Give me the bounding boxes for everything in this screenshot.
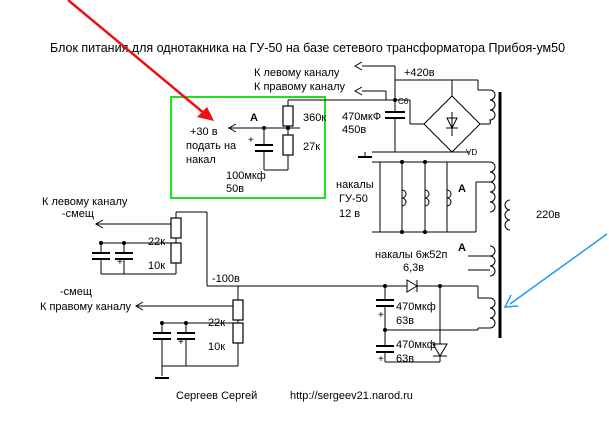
resistor-360k	[282, 105, 294, 127]
resistor-22k-top	[170, 217, 182, 239]
author-name: Сергеев Сергей	[176, 390, 257, 402]
resistor-27k	[282, 134, 294, 156]
to-right-channel-top-label: К правому каналу	[254, 81, 346, 93]
heaters-6zh52p-label: накалы 6ж52п	[375, 249, 447, 261]
bridge-rectifier	[409, 79, 490, 153]
v63-heater-label: 6,3в	[403, 262, 424, 274]
gu50-label: ГУ-50	[339, 193, 368, 205]
cap-470-top-value-label: 470мкф	[396, 301, 436, 313]
cap-100-voltage-label: 50в	[226, 183, 244, 195]
bias-rail	[207, 285, 372, 300]
r-10k-bottom-label: 10к	[208, 341, 225, 353]
plus-30-label: +30 в	[190, 126, 218, 138]
top-output-lines	[353, 61, 435, 100]
bias-rectifier	[372, 279, 490, 363]
heaters-gu50-label: накалы	[336, 179, 374, 191]
highlight-box	[170, 96, 326, 199]
schematic-title: Блок питания для однотакника на ГУ-50 на…	[50, 41, 565, 55]
winding-6zh52p-heater	[468, 245, 496, 277]
bias-divider-right	[134, 299, 244, 379]
r-22k-bottom-label: 22к	[208, 317, 225, 329]
to-left-channel-top-label: К левому каналу	[254, 67, 340, 79]
cap-470-bottom-value-label: 470мкф	[396, 339, 436, 351]
gu50-heater-bus	[372, 160, 490, 234]
to-right-channel-bias-label: К правому каналу	[40, 301, 132, 313]
v12-label: 12 в	[339, 208, 360, 220]
winding-ha	[489, 89, 496, 125]
point-a-box-label: А	[250, 112, 258, 124]
r-27k-label: 27к	[303, 141, 320, 153]
to-left-channel-bias-label: К левому каналу	[42, 196, 128, 208]
apply-to-label: подать на	[186, 140, 237, 152]
winding-a1-label: А	[458, 183, 466, 195]
winding-bias	[489, 297, 496, 329]
r-10k-top-label: 10к	[148, 260, 165, 272]
bias-divider-left	[92, 211, 208, 286]
bias-right-label: -смещ	[60, 286, 92, 298]
c6-voltage-label: 450в	[342, 124, 366, 136]
author-url[interactable]: http://sergeev21.narod.ru	[290, 390, 413, 402]
red-arrow	[67, 0, 214, 121]
r-360k-label: 360к	[303, 112, 326, 124]
cap-470-top-plus: +	[378, 310, 384, 321]
c6-value-label: 470мкФ	[342, 111, 381, 123]
winding-a2-label: А	[458, 242, 466, 254]
resistor-10k-top	[170, 242, 182, 264]
bias-right-cap-plus: +	[178, 337, 184, 348]
cap-470-bottom-voltage-label: 63в	[396, 353, 414, 365]
cap-470-top-voltage-label: 63в	[396, 315, 414, 327]
resistor-22k-bottom	[232, 299, 244, 321]
cap-100-value-label: 100мкф	[226, 170, 266, 182]
c6-label: C6	[398, 97, 409, 106]
cap-100-plus: +	[248, 135, 254, 146]
capacitor-c6	[385, 98, 405, 152]
plus-420-label: +420в	[404, 67, 435, 79]
bias-left-cap-plus: +	[117, 257, 123, 268]
winding-gu50-heater	[475, 161, 496, 213]
minus-100-label: -100в	[212, 273, 240, 285]
heater-label: накал	[186, 154, 216, 166]
cap-470-bottom-plus: +	[378, 354, 384, 365]
bias-left-label: -смещ	[62, 208, 94, 220]
main-ground	[358, 151, 470, 158]
vd-label: VD	[466, 148, 477, 157]
mains-220-label: 220в	[536, 209, 560, 221]
divider-circuit	[227, 99, 410, 171]
resistor-10k-bottom	[232, 322, 244, 344]
winding-primary	[504, 199, 511, 231]
blue-arrow	[503, 233, 608, 308]
r-22k-top-label: 22к	[148, 236, 165, 248]
